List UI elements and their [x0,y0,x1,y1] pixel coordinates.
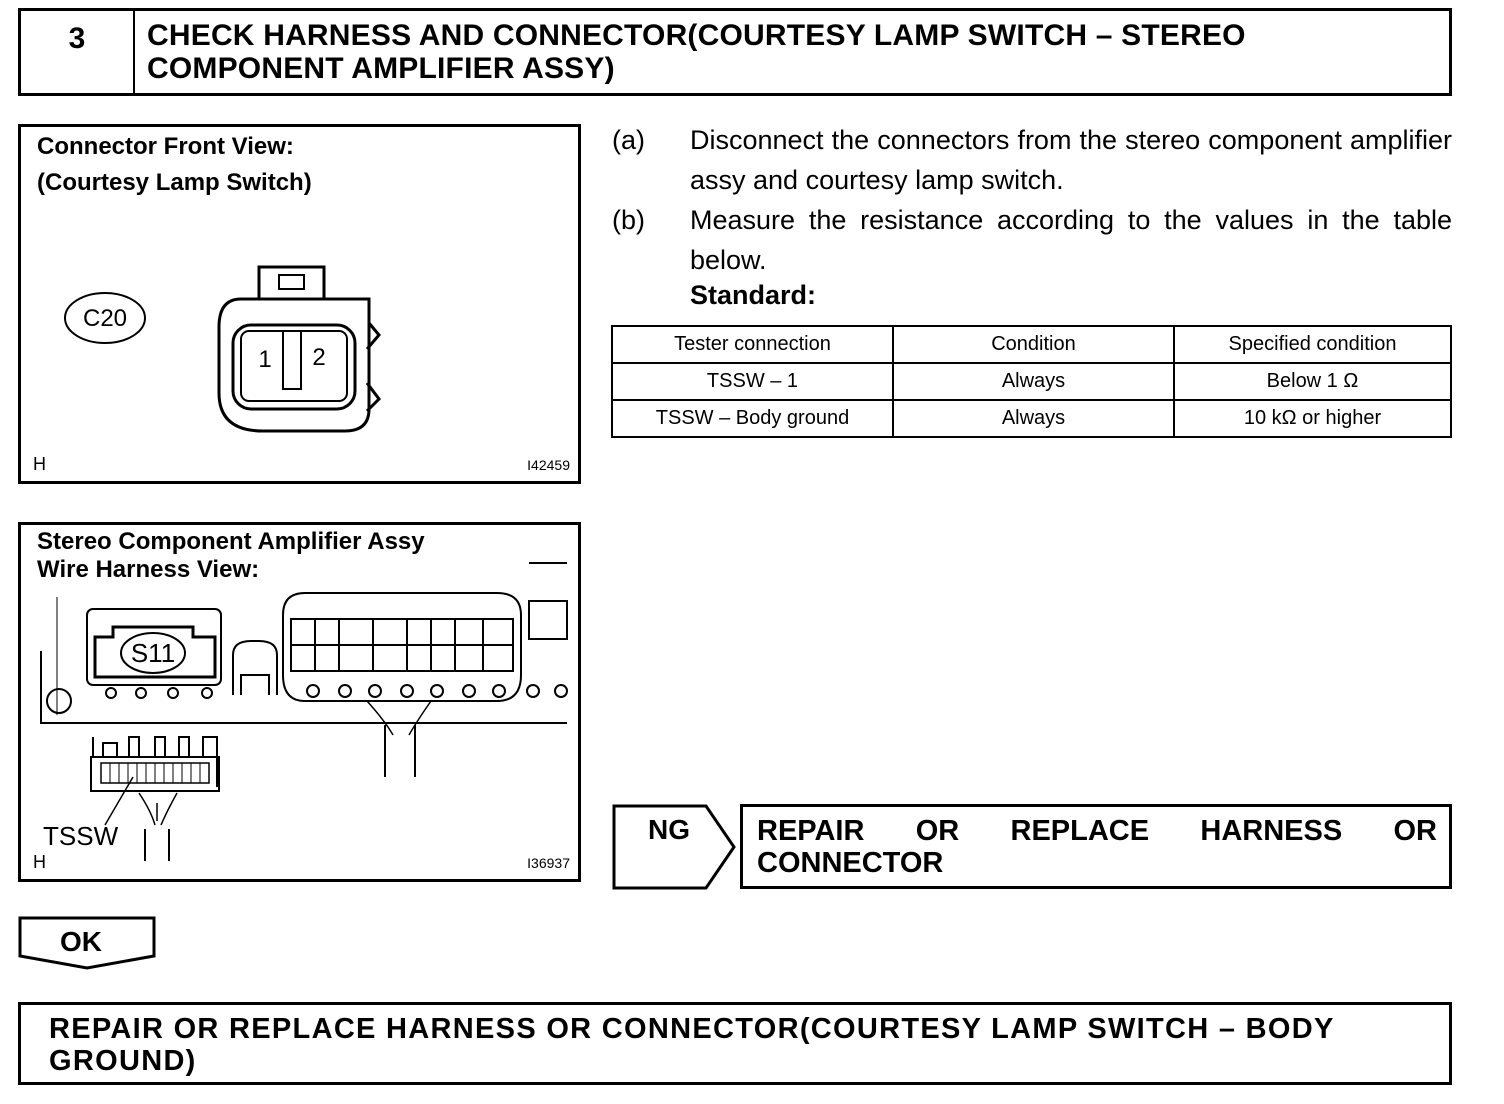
step-header: 3 CHECK HARNESS AND CONNECTOR(COURTESY L… [18,8,1452,96]
figure-id: I42459 [527,457,570,473]
step-title: CHECK HARNESS AND CONNECTOR(COURTESY LAM… [147,19,1246,85]
ng-action-box: REPAIR OR REPLACE HARNESS OR CONNECTOR [740,804,1452,889]
final-action-text: REPAIR OR REPLACE HARNESS OR CONNECTOR(C… [49,1013,1335,1077]
step-label: (b) [612,205,645,235]
figure-title: Stereo Component Amplifier Assy [37,528,425,555]
step-label: (a) [612,125,645,155]
figure-id: I36937 [527,855,570,871]
pin-1-label: 1 [258,346,271,373]
standard-resistance-table: Tester connection Condition Specified co… [611,325,1452,438]
final-action-box: REPAIR OR REPLACE HARNESS OR CONNECTOR(C… [18,1002,1452,1085]
pin-2-label: 2 [312,344,325,371]
table-cell: 10 kΩ or higher [1173,399,1452,438]
ng-action-text: REPAIR OR REPLACE HARNESS OR CONNECTOR [757,815,1437,879]
figure-corner-letter: H [33,852,46,872]
column-header: Tester connection [611,325,894,364]
connector-front-view-figure: Connector Front View: (Courtesy Lamp Swi… [18,124,581,484]
courtesy-lamp-switch-connector-drawing: C20 1 2 [64,265,381,433]
figure-subtitle: Wire Harness View: [37,556,260,583]
figure-subtitle: (Courtesy Lamp Switch) [37,169,312,196]
table-cell: Always [892,362,1175,401]
column-header: Condition [892,325,1175,364]
step-text: Measure the resistance according to the … [690,205,1452,275]
step-text: Disconnect the connectors from the stere… [690,125,1452,195]
ng-arrow-icon [612,804,736,890]
amplifier-harness-view-figure: Stereo Component Amplifier Assy Wire Har… [18,522,581,882]
figure-title: Connector Front View: [37,133,294,160]
step-number: 3 [21,11,135,93]
table-cell: TSSW – 1 [611,362,894,401]
figure-corner-letter: H [33,454,46,474]
column-header: Specified condition [1173,325,1452,364]
table-cell: Always [892,399,1175,438]
connector-code: C20 [83,305,127,332]
table-cell: Below 1 Ω [1173,362,1452,401]
ok-arrow-icon [18,916,156,970]
amplifier-wire-harness-drawing: S11 [40,562,568,861]
table-header-row: Tester connection Condition Specified co… [611,325,1452,364]
ng-label: NG [648,814,690,845]
ok-label: OK [60,926,102,957]
standard-label: Standard: [690,280,817,310]
table-cell: TSSW – Body ground [611,399,894,438]
connector-code-oval [64,292,146,344]
tssw-terminal-label: TSSW [43,821,119,851]
s11-connector-code: S11 [131,638,175,668]
table-row: TSSW – 1 Always Below 1 Ω [611,362,1452,401]
table-row: TSSW – Body ground Always 10 kΩ or highe… [611,399,1452,438]
